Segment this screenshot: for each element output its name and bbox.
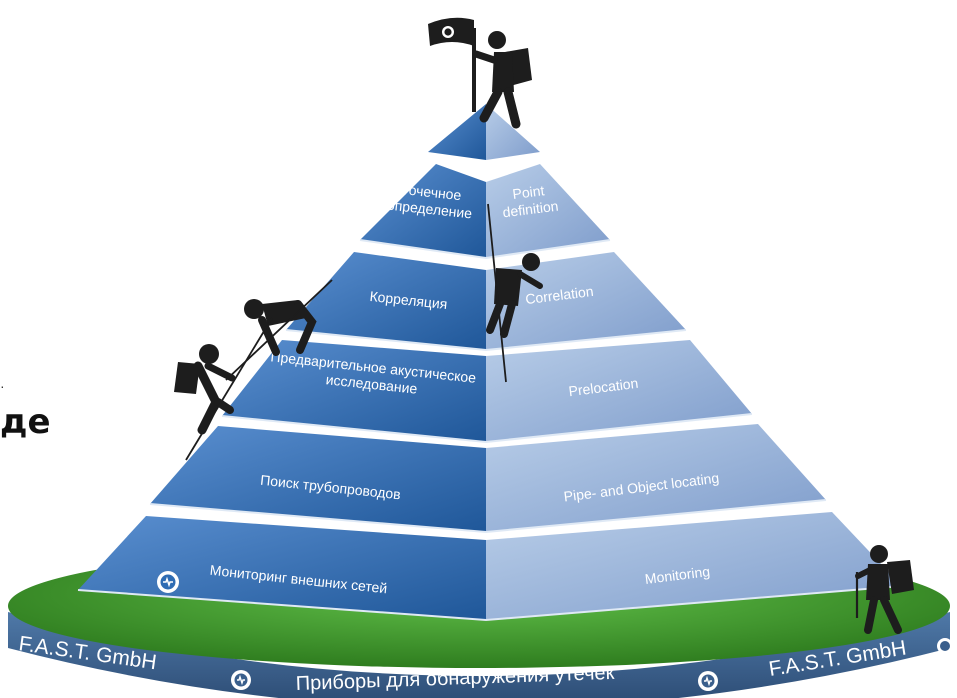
fast-logo-icon [157, 571, 179, 593]
fast-logo-icon [231, 670, 251, 690]
level-right-face [486, 164, 610, 258]
pyramid-level: Предварительное акустическоеисследование… [221, 340, 753, 444]
climber-icon [174, 31, 914, 634]
level-left-face [286, 252, 486, 350]
pyramid-level [428, 104, 540, 160]
level-edge [359, 239, 611, 260]
side-dot: · [0, 378, 5, 394]
level-edge [149, 499, 827, 534]
level-edge [285, 329, 687, 352]
level-left-face [360, 164, 486, 258]
level-left-face [150, 426, 486, 532]
level-left-face [78, 516, 486, 620]
side-text-fragment: де [0, 402, 51, 442]
level-label-en: Pointdefinition [500, 181, 560, 221]
level-label-line: Point [512, 182, 546, 202]
level-label-en: Monitoring [644, 563, 711, 587]
pyramid-levels: Точечноеопределение PointdefinitionКоррел… [77, 104, 903, 622]
level-edge [77, 585, 903, 622]
fast-logo-icon [937, 638, 953, 654]
level-right-face [486, 104, 540, 160]
level-label-line: Точечное [401, 181, 463, 203]
level-edge [221, 413, 753, 444]
flag-icon [428, 17, 476, 112]
level-left-face [222, 340, 486, 442]
fast-logo-icon [698, 671, 718, 691]
level-right-face [486, 424, 826, 532]
level-right-face [486, 340, 752, 442]
level-right-face [486, 252, 686, 350]
level-label-line: Monitoring [644, 563, 711, 587]
pyramid-level: Точечноеопределение Pointdefinition [359, 164, 611, 260]
level-left-face [428, 104, 486, 160]
level-label-ru: Точечноеопределение [386, 180, 475, 222]
level-right-face [486, 512, 902, 620]
level-label-line: definition [502, 198, 560, 221]
